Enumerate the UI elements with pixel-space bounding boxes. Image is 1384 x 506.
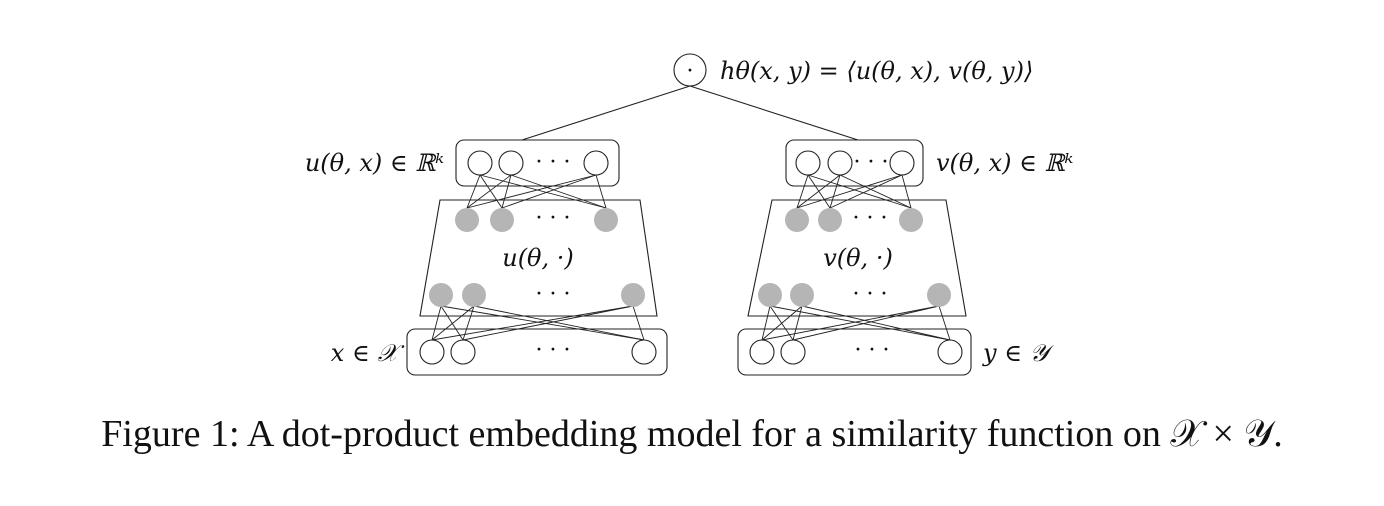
left-embedding-node xyxy=(498,150,524,176)
right-embedding-ellipsis: · · · xyxy=(854,150,889,175)
left-hidden-top-node xyxy=(490,208,514,232)
left-hidden-top-node xyxy=(594,208,618,232)
right-bottom-connections xyxy=(761,305,951,341)
similarity-function-label: hθ(x, y) = ⟨u(θ, x), v(θ, y)⟩ xyxy=(720,57,1033,85)
edge-top-left xyxy=(521,85,691,141)
right-hidden-top-node xyxy=(899,208,923,232)
right-hidden-bottom-node xyxy=(758,283,782,307)
right-input-node xyxy=(780,339,806,365)
left-hidden-bottom-node xyxy=(429,283,453,307)
left-top-connections xyxy=(466,174,607,209)
left-embedding-node xyxy=(583,150,609,176)
right-embedding-node xyxy=(827,150,853,176)
left-hidden-top-node xyxy=(455,208,479,232)
right-input-box xyxy=(737,328,972,376)
left-hidden-top-ellipsis: · · · xyxy=(536,206,571,231)
left-hidden-bottom-node xyxy=(621,283,645,307)
left-input-label: x ∈ 𝒳 xyxy=(331,339,406,367)
right-input-label: y ∈ 𝒴 xyxy=(982,339,1055,367)
right-network-label: v(θ, ·) xyxy=(823,244,893,272)
left-input-node xyxy=(631,339,657,365)
right-hidden-top-ellipsis: · · · xyxy=(853,206,888,231)
left-hidden-bottom-node xyxy=(462,283,486,307)
left-input-ellipsis: · · · xyxy=(536,338,571,363)
left-input-node xyxy=(450,339,476,365)
figure-caption: Figure 1: A dot-product embedding model … xyxy=(101,413,1283,455)
left-input-node xyxy=(419,339,445,365)
right-embedding-node xyxy=(795,150,821,176)
right-input-node xyxy=(937,339,963,365)
right-hidden-top-node xyxy=(818,208,842,232)
right-input-node xyxy=(749,339,775,365)
right-hidden-bottom-node xyxy=(927,283,951,307)
right-hidden-top-node xyxy=(785,208,809,232)
right-embedding-label: v(θ, x) ∈ ℝᵏ xyxy=(936,149,1073,177)
right-top-connections xyxy=(796,174,912,209)
edge-top-right xyxy=(689,85,859,141)
right-embedding-box xyxy=(785,139,924,187)
left-embedding-node xyxy=(467,150,493,176)
right-network-trapezoid xyxy=(747,199,967,317)
left-bottom-connections xyxy=(431,305,645,341)
left-hidden-bottom-ellipsis: · · · xyxy=(536,282,571,307)
right-hidden-bottom-node xyxy=(790,283,814,307)
right-hidden-bottom-ellipsis: · · · xyxy=(853,282,888,307)
left-embedding-box xyxy=(455,139,620,187)
left-embedding-label: u(θ, x) ∈ ℝᵏ xyxy=(305,149,444,177)
left-embedding-ellipsis: · · · xyxy=(536,150,571,175)
dot-product-symbol: · xyxy=(687,59,694,84)
left-network-trapezoid xyxy=(419,199,658,317)
right-embedding-node xyxy=(889,150,915,176)
left-network-label: u(θ, ·) xyxy=(502,244,574,272)
left-input-box xyxy=(406,328,668,376)
right-input-ellipsis: · · · xyxy=(855,338,890,363)
